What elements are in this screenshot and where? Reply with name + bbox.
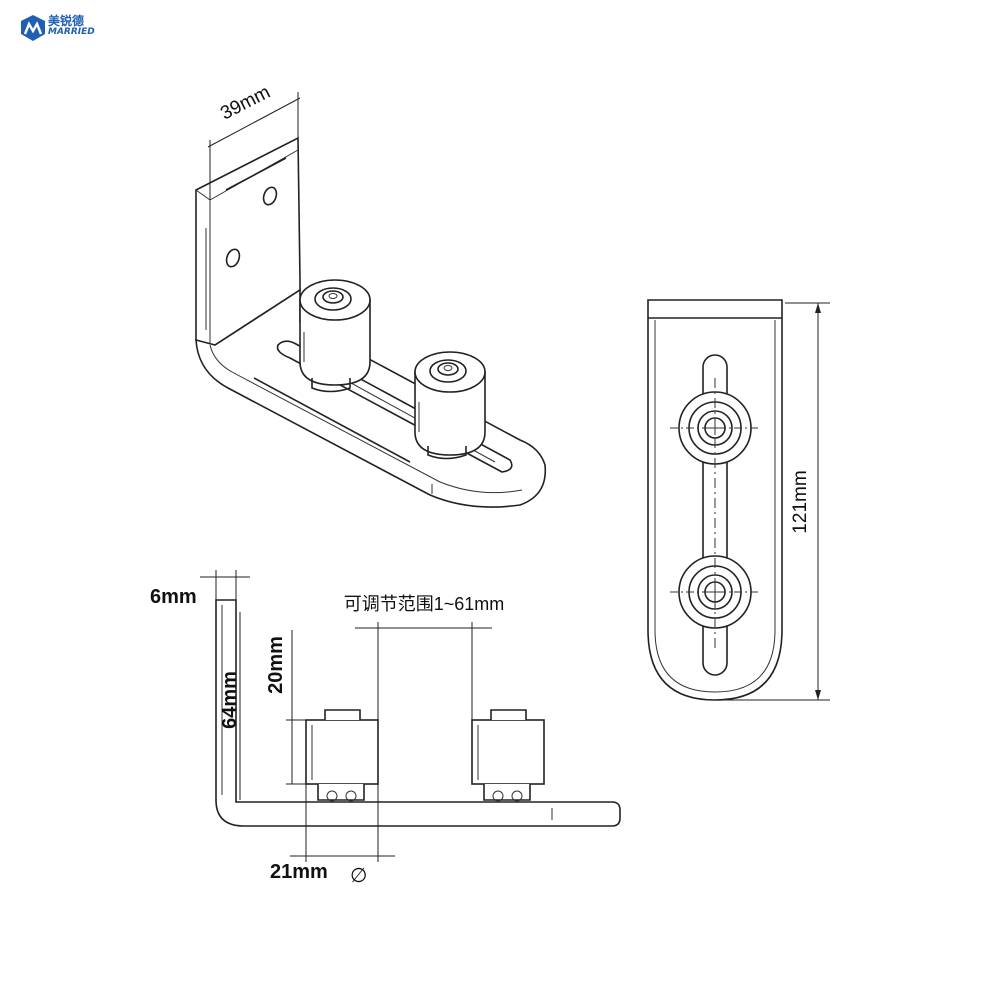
- isometric-view: 39mm: [195, 82, 547, 508]
- diameter-symbol: ∅: [350, 865, 367, 887]
- top-view: 121mm: [647, 299, 830, 701]
- roller-1: [299, 279, 371, 393]
- brand-shield-icon: [21, 15, 45, 41]
- dim-adjust-range-label: 可调节范围1~61mm: [344, 594, 505, 614]
- dim-roller-diameter-label: 21mm: [270, 861, 328, 883]
- brand-name-en: MARRIED: [48, 27, 95, 37]
- dim-width-label: 39mm: [217, 82, 274, 125]
- roller-2: [414, 351, 486, 460]
- dim-wall-height-label: 64mm: [219, 671, 241, 729]
- dim-thickness-label: 6mm: [150, 586, 197, 608]
- brand-logo: 美锐德 MARRIED: [20, 12, 110, 44]
- dim-roller-height-label: 20mm: [265, 636, 287, 694]
- side-view: 6mm 64mm 20mm 可调节范围1~61mm 21mm ∅: [150, 570, 621, 887]
- side-roller-1: [305, 709, 379, 802]
- brand-name-cn: 美锐德: [48, 14, 85, 28]
- dim-height-label: 121mm: [790, 470, 811, 533]
- side-roller-2: [471, 709, 545, 802]
